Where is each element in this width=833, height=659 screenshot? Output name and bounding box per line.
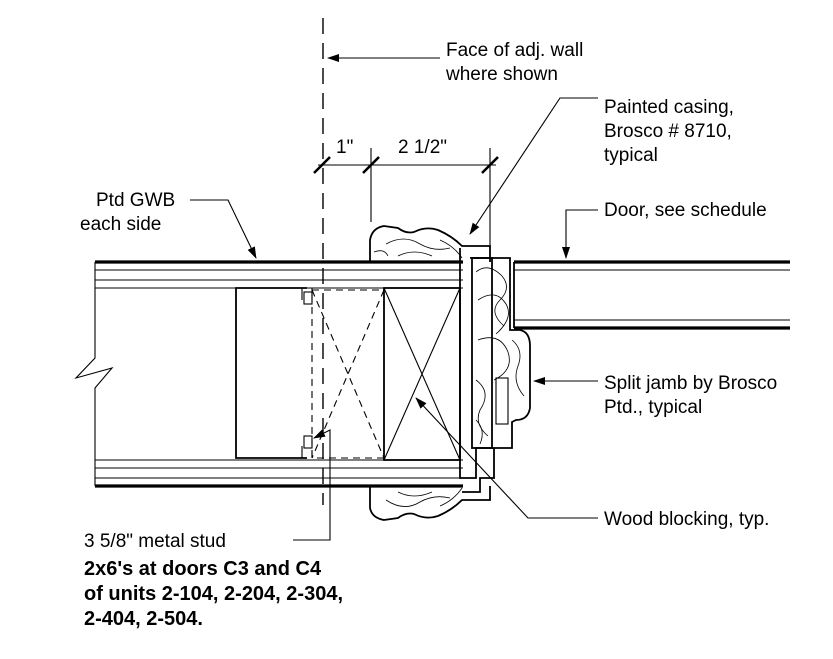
label-blocking: Wood blocking, typ.	[604, 509, 769, 530]
label-casing-1: Painted casing,	[604, 97, 734, 118]
note-line-1: 2x6's at doors C3 and C4	[84, 558, 322, 580]
casing-bottom	[369, 486, 491, 521]
label-dim-2: 2 1/2"	[398, 137, 447, 158]
wall-assembly	[74, 260, 463, 488]
wood-blocking	[383, 287, 461, 461]
label-gwb-2: each side	[80, 214, 161, 235]
label-jamb-2: Ptd., typical	[604, 397, 702, 418]
label-jamb-1: Split jamb by Brosco	[604, 373, 777, 394]
dimension-string	[313, 148, 499, 246]
label-face-of-wall-2: where shown	[445, 64, 558, 85]
label-dim-1: 1"	[336, 137, 353, 158]
split-jamb	[459, 248, 531, 493]
label-stud: 3 5/8" metal stud	[84, 531, 226, 552]
label-casing-2: Brosco # 8710,	[604, 121, 732, 142]
door-slab	[513, 260, 790, 330]
label-gwb-1: Ptd GWB	[96, 190, 175, 211]
note-line-3: 2-404, 2-504.	[84, 608, 203, 630]
label-door: Door, see schedule	[604, 200, 767, 221]
label-casing-3: typical	[604, 145, 658, 166]
casing-top	[369, 225, 491, 262]
note-line-2: of units 2-104, 2-204, 2-304,	[84, 583, 343, 605]
label-face-of-wall-1: Face of adj. wall	[446, 40, 583, 61]
metal-stud	[235, 287, 313, 459]
leaders	[190, 54, 598, 541]
